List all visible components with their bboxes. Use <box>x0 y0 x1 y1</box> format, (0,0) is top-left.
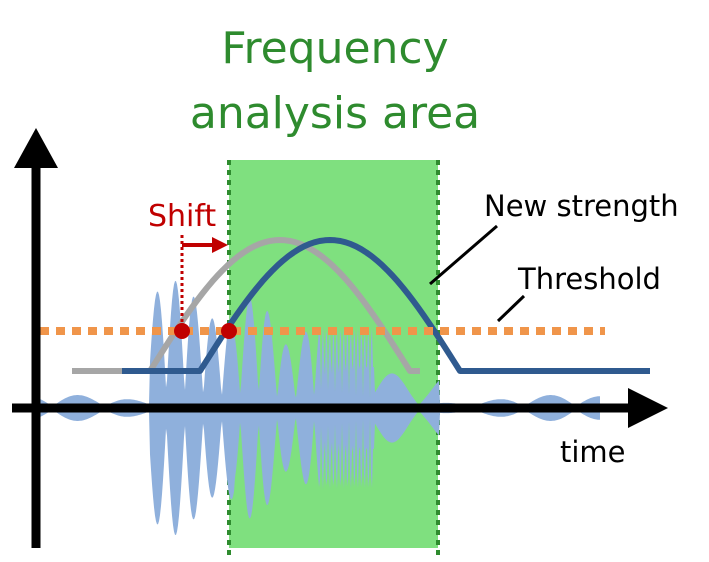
shift-arrowhead <box>212 237 228 253</box>
x-axis-arrowhead <box>628 388 668 428</box>
threshold-leader <box>496 294 526 323</box>
new-crossing-point <box>221 323 237 339</box>
old-crossing-point <box>174 323 190 339</box>
title-line-1: Frequency <box>221 23 448 74</box>
new-strength-label: New strength <box>484 189 679 223</box>
new-strength-curve <box>122 237 650 374</box>
title-line-2: analysis area <box>190 88 480 139</box>
threshold-label: Threshold <box>517 262 661 296</box>
new-strength-leader <box>429 224 498 286</box>
y-axis-arrowhead <box>14 128 58 168</box>
old-strength-curve <box>72 237 420 374</box>
shift-label: Shift <box>148 199 216 234</box>
time-label: time <box>560 435 626 469</box>
